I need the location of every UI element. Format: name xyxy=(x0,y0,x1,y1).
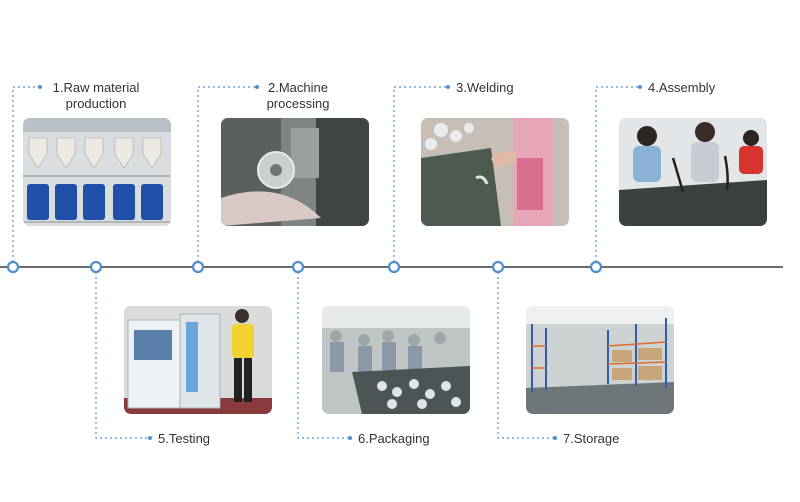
connector-step-5 xyxy=(95,272,150,439)
connector-step-6 xyxy=(297,272,350,439)
welding-photo xyxy=(421,118,569,226)
timeline-nodes xyxy=(6,260,603,274)
timeline-node-6 xyxy=(291,260,305,274)
assembly-photo xyxy=(619,118,767,226)
connector-step-1 xyxy=(12,86,40,262)
connector-step-4 xyxy=(595,86,640,262)
timeline-node-4 xyxy=(589,260,603,274)
step-2-label-line2: processing xyxy=(266,96,330,111)
timeline-node-1 xyxy=(6,260,20,274)
step-1-label-line1: 1.Raw material xyxy=(52,80,140,95)
step-1-label-line2: production xyxy=(65,96,127,111)
timeline-node-7 xyxy=(491,260,505,274)
step-2-label-line1: 2.Machine xyxy=(268,80,328,95)
step-1-label: 1.Raw material production xyxy=(53,80,140,112)
step-4-label: 4.Assembly xyxy=(648,80,716,95)
timeline-node-5 xyxy=(89,260,103,274)
timeline-node-3 xyxy=(387,260,401,274)
step-5-label: 5.Testing xyxy=(158,431,211,446)
connector-step-2 xyxy=(197,86,257,262)
storage-photo xyxy=(526,306,674,414)
step-6-label: 6.Packaging xyxy=(358,431,430,446)
timeline-node-2 xyxy=(191,260,205,274)
step-7-label: 7.Storage xyxy=(563,431,620,446)
connector-step-3 xyxy=(393,86,448,262)
connector-step-7 xyxy=(497,272,555,439)
step-3-label: 3.Welding xyxy=(456,80,514,95)
packaging-photo xyxy=(322,306,470,414)
testing-photo xyxy=(124,306,272,414)
step-2-label: 2.Machine processing xyxy=(267,80,330,112)
machine-photo xyxy=(221,118,369,226)
raw-material-photo xyxy=(23,118,171,226)
